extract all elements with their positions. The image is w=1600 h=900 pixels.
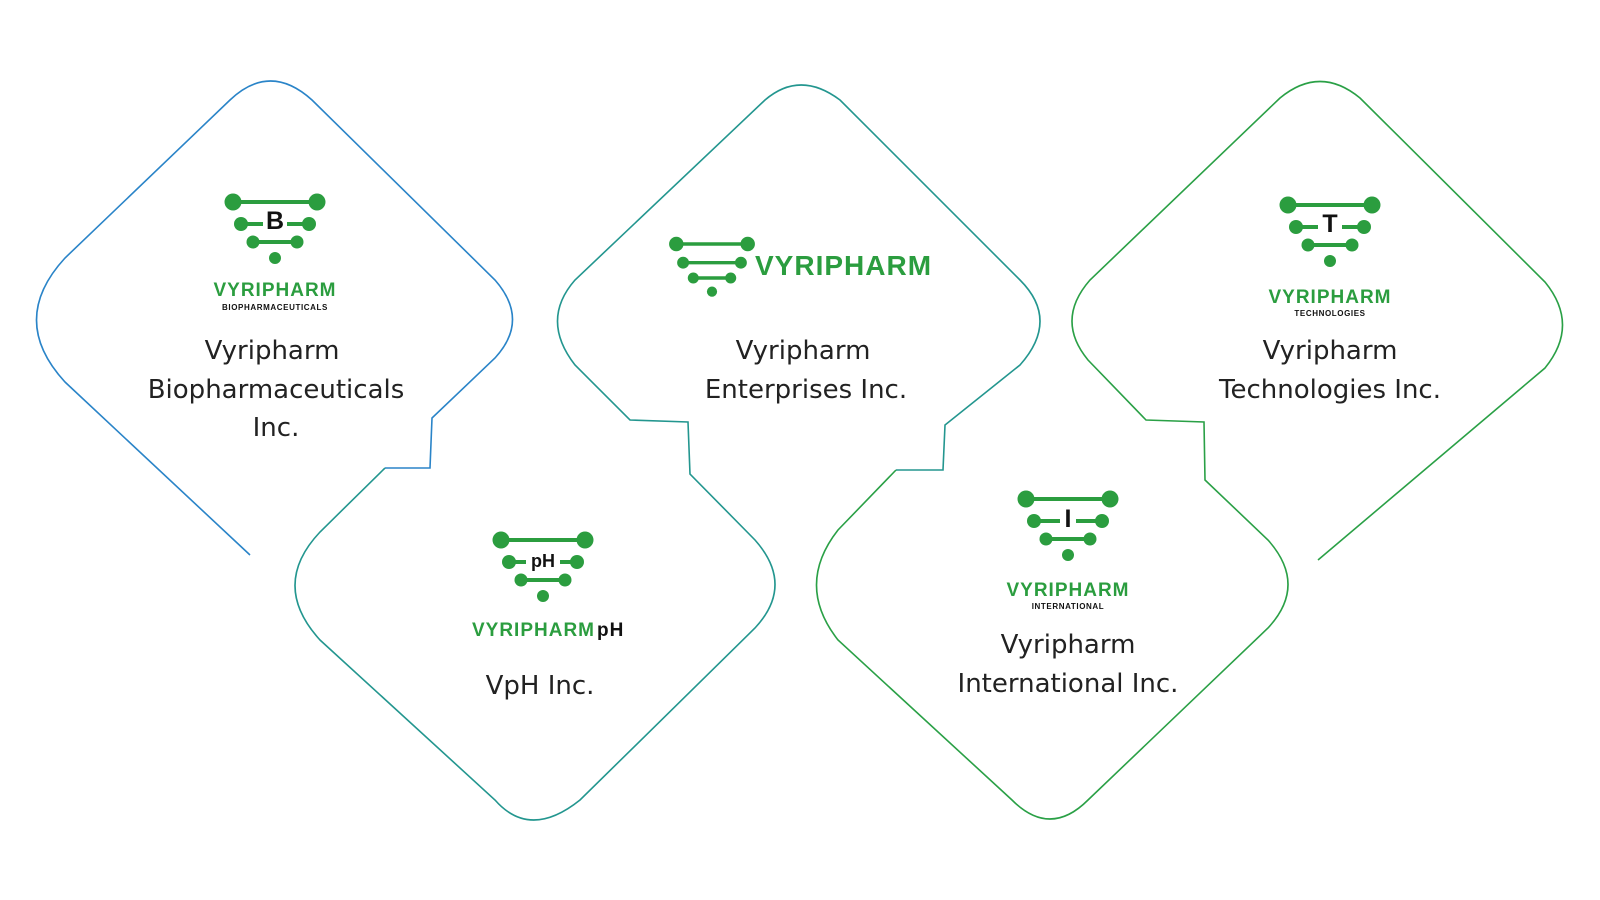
vyripharm-mark-icon: T — [1277, 194, 1383, 269]
logo-letter: I — [1065, 505, 1072, 533]
company-name-line-2: International Inc. — [958, 669, 1179, 699]
logo-letter: pH — [531, 551, 555, 571]
company-name-line-1: Vyripharm — [736, 336, 871, 366]
logo-word: VYRIPHARM — [472, 620, 595, 641]
company-card-biopharmaceuticals: B VYRIPHARM BIOPHARMACEUTICALS Vyripharm… — [148, 191, 405, 443]
company-name-line-2: Technologies Inc. — [1218, 375, 1441, 405]
company-name-line-2: Enterprises Inc. — [705, 375, 907, 405]
company-card-enterprises: VYRIPHARM Vyripharm Enterprises Inc. — [667, 235, 932, 405]
diamond-outline-biopharma — [35, 80, 514, 556]
vyripharm-mark-icon — [667, 235, 757, 299]
vyripharm-mark-icon: pH — [490, 529, 596, 604]
diamond-outline-vph — [294, 84, 1041, 821]
logo-word: VYRIPHARM — [1268, 287, 1391, 308]
logo-word: VYRIPHARM — [213, 280, 336, 301]
logo-word: VYRIPHARM — [755, 250, 932, 281]
company-card-technologies: T VYRIPHARM TECHNOLOGIES Vyripharm Techn… — [1218, 194, 1441, 405]
logo-subtitle: BIOPHARMACEUTICALS — [222, 303, 328, 312]
logo-subtitle: TECHNOLOGIES — [1294, 309, 1365, 318]
vyripharm-mark-icon: B — [222, 191, 328, 266]
company-card-vph: pH VYRIPHARM pH VpH Inc. — [472, 529, 624, 701]
company-name-line-3: Inc. — [253, 413, 300, 443]
logo-letter: B — [266, 207, 284, 235]
company-card-international: I VYRIPHARM INTERNATIONAL Vyripharm Inte… — [958, 488, 1179, 699]
logo-subtitle: INTERNATIONAL — [1032, 602, 1105, 611]
logo-word-suffix: pH — [597, 620, 624, 641]
logo-letter: T — [1322, 210, 1337, 238]
company-name-line-1: Vyripharm — [1001, 630, 1136, 660]
diamond-outline-international — [815, 80, 1564, 820]
company-name-line-1: Vyripharm — [205, 336, 340, 366]
logo-word: VYRIPHARM — [1006, 580, 1129, 601]
company-name-line-1: Vyripharm — [1263, 336, 1398, 366]
vyripharm-mark-icon: I — [1015, 488, 1121, 563]
company-name-line-1: VpH Inc. — [486, 671, 595, 701]
company-name-line-2: Biopharmaceuticals — [148, 375, 405, 405]
